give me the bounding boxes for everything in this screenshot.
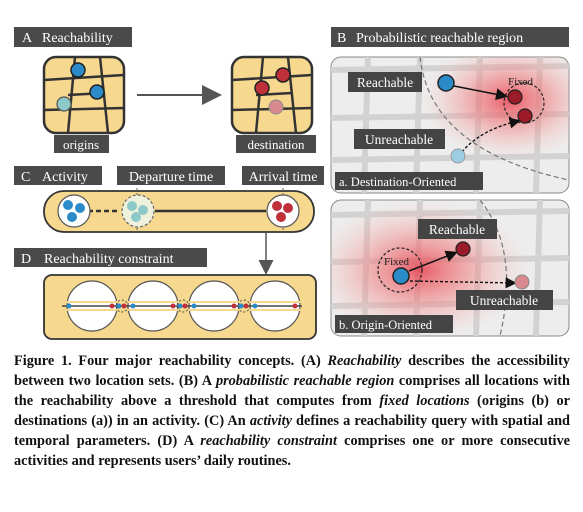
panel-c-letter: C: [21, 170, 30, 185]
caption-term: activity: [249, 413, 292, 429]
unreachable-label-bottom: Unreachable: [470, 293, 538, 308]
caption-term: probabilistic reachable region: [215, 373, 395, 389]
origins-label-bg: [54, 135, 109, 153]
destination-point: [268, 99, 284, 115]
activity-sequence: [62, 280, 302, 332]
panel-d-header: [14, 248, 207, 267]
destination-oriented-caption: a. Destination-Oriented: [339, 175, 457, 189]
panel-c-header: [14, 166, 102, 185]
origin-point: [56, 96, 72, 112]
fixed-label-top: Fixed: [508, 76, 534, 88]
reachable-label-bg-top: [348, 72, 422, 92]
origins-label: origins: [63, 137, 99, 152]
fixed-label-bottom: Fixed: [384, 256, 410, 268]
origin-oriented-caption-bg: [335, 315, 453, 333]
panel-b: B Probabilistic reachable region Fixed: [330, 27, 570, 337]
reachable-label-bottom: Reachable: [429, 222, 485, 237]
reachable-label-bg-bottom: [418, 219, 497, 239]
origin-oriented-caption: b. Origin-Oriented: [339, 318, 433, 332]
panel-c-title: Activity: [42, 170, 88, 185]
departure-time-label: Departure time: [129, 170, 213, 185]
panel-d-letter: D: [21, 252, 31, 267]
caption-text: describes the accessibility between two …: [14, 353, 570, 389]
panel-a-title: Reachability: [42, 31, 113, 46]
destination-oriented-caption-bg: [335, 172, 483, 190]
panel-a-header: [14, 27, 132, 47]
reachable-label-top: Reachable: [357, 75, 413, 90]
destination-point: [275, 67, 291, 83]
panel-b-title: Probabilistic reachable region: [356, 31, 523, 46]
panel-a-letter: A: [22, 31, 33, 46]
caption-text: (origins (b) or destinations (a)) in an …: [14, 393, 570, 429]
arrival-time-label-bg: [242, 166, 324, 185]
caption-text: comprises all locations with the reachab…: [14, 373, 570, 409]
arrival-time-label: Arrival time: [249, 170, 318, 185]
unreachable-label-top: Unreachable: [365, 132, 433, 147]
departure-time-label-bg: [117, 166, 225, 185]
destination-point: [254, 80, 270, 96]
figure-diagram: A Reachability origins: [14, 27, 570, 340]
unreachable-label-bg-top: [354, 129, 445, 149]
origin-point: [70, 62, 86, 78]
destination-map: [230, 55, 314, 135]
caption-text: comprises one or more consecutive activi…: [14, 433, 570, 469]
origins-map: [42, 55, 126, 135]
panel-b-header: [331, 27, 569, 47]
caption-term: reachability constraint: [200, 433, 337, 449]
panel-c: C Activity Departure time Arrival time: [14, 166, 324, 275]
caption-term: Reachability: [327, 353, 402, 369]
destination-oriented-panel: Fixed Reachable Unreachable a. Destinati…: [330, 56, 570, 194]
caption-term: fixed locations: [379, 393, 470, 409]
caption-text: defines a reachability query with spatia…: [14, 413, 570, 449]
figure-caption: Figure 1. Four major reachability concep…: [14, 351, 570, 471]
figure-label: Figure 1.: [14, 353, 72, 369]
origin-point: [89, 84, 105, 100]
origin-oriented-panel: Fixed Reachable Unreachable b. Origin-Or…: [330, 199, 570, 337]
panel-d-title: Reachability constraint: [44, 252, 174, 267]
destination-label-bg: [236, 135, 316, 153]
panel-d: D Reachability constraint: [14, 248, 317, 340]
caption-text: Four major reachability concepts. (A): [71, 353, 328, 369]
unreachable-label-bg-bottom: [456, 290, 553, 310]
destination-label: destination: [247, 137, 305, 152]
panel-b-letter: B: [337, 31, 346, 46]
panel-a: A Reachability origins: [14, 27, 316, 153]
